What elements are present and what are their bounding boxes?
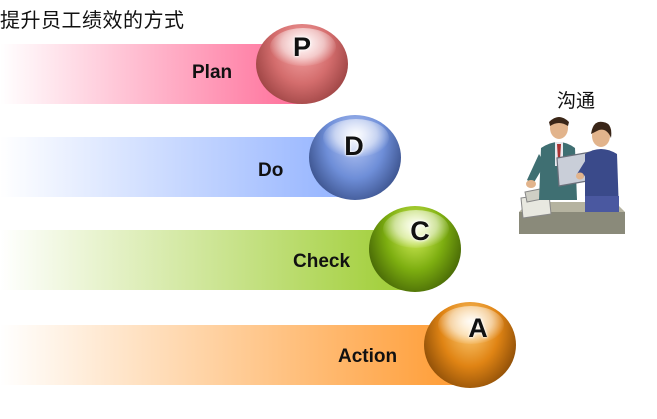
page-title: 提升员工绩效的方式: [0, 8, 185, 32]
action-bar: [0, 325, 470, 385]
check-label: Check: [293, 251, 351, 272]
plan-label: Plan: [192, 62, 233, 83]
plan-ball-highlight: [270, 28, 336, 66]
two-people-discussing-icon: [519, 114, 629, 240]
plan-letter: P: [292, 32, 311, 62]
do-letter: D: [344, 131, 364, 161]
check-bar: [0, 230, 420, 290]
do-ball-highlight: [323, 119, 389, 157]
do-label: Do: [258, 160, 284, 181]
check-letter: C: [410, 216, 430, 246]
action-label: Action: [338, 346, 398, 367]
action-ball-highlight: [438, 306, 504, 344]
check-ball-highlight: [383, 210, 449, 248]
do-bar: [0, 137, 360, 197]
communication-label: 沟通: [557, 90, 596, 112]
plan-bar: [0, 44, 300, 104]
action-letter: A: [468, 313, 488, 343]
